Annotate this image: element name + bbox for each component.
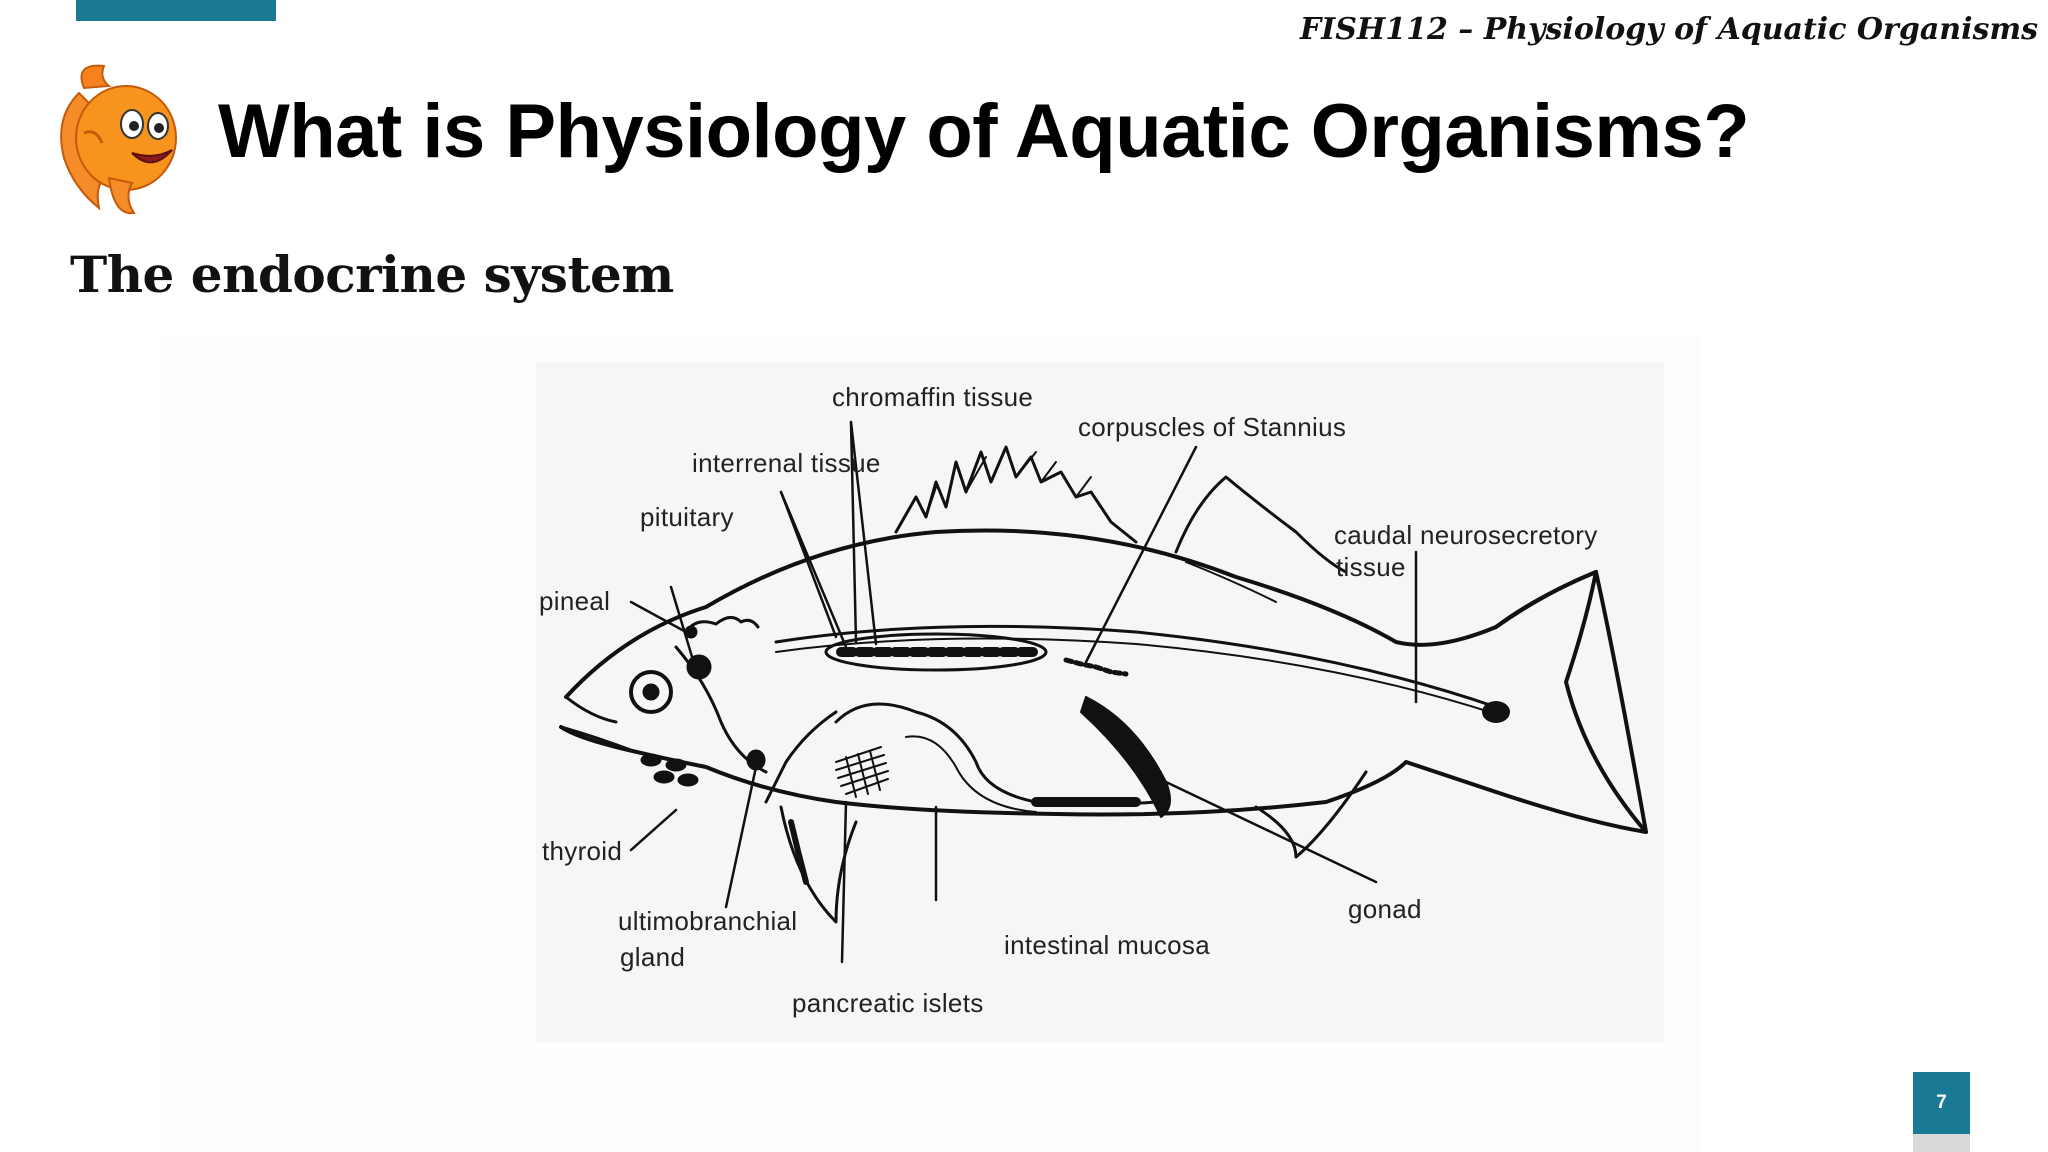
fish-body-outline [559, 528, 1648, 834]
label-intestinal-mucosa: intestinal mucosa [1004, 930, 1210, 960]
page-number: 7 [1913, 1072, 1970, 1134]
caudal-fin [1494, 570, 1598, 629]
label-caudal-tissue: tissue [1336, 552, 1406, 582]
course-title: FISH112 – Physiology of Aquatic Organism… [1299, 12, 2038, 47]
goldfish-logo-icon [54, 58, 184, 218]
label-gland: gland [620, 942, 686, 972]
label-gonad: gonad [1348, 894, 1422, 924]
label-chromaffin-tissue: chromaffin tissue [832, 382, 1034, 412]
accent-bar [76, 0, 276, 21]
label-ultimobranchial: ultimobranchial [618, 906, 798, 936]
pancreatic-islets [835, 746, 889, 798]
label-pituitary: pituitary [640, 502, 734, 532]
label-corpuscles-of-stannius: corpuscles of Stannius [1078, 412, 1347, 442]
dorsal-fin [894, 445, 1138, 544]
label-pineal: pineal [539, 586, 611, 616]
label-interrenal-tissue: interrenal tissue [692, 448, 881, 478]
leader-lines [629, 420, 1418, 964]
label-caudal-neurosecretory: caudal neurosecretory [1334, 520, 1598, 550]
label-pancreatic-islets: pancreatic islets [792, 988, 984, 1018]
page-footer-strip [1913, 1134, 1970, 1152]
slide-title: What is Physiology of Aquatic Organisms? [218, 89, 1750, 174]
gonad [1080, 696, 1171, 818]
slide-subtitle: The endocrine system [70, 245, 674, 304]
label-thyroid: thyroid [542, 836, 623, 866]
fish-endocrine-diagram: chromaffin tissue corpuscles of Stannius… [536, 362, 1664, 1042]
